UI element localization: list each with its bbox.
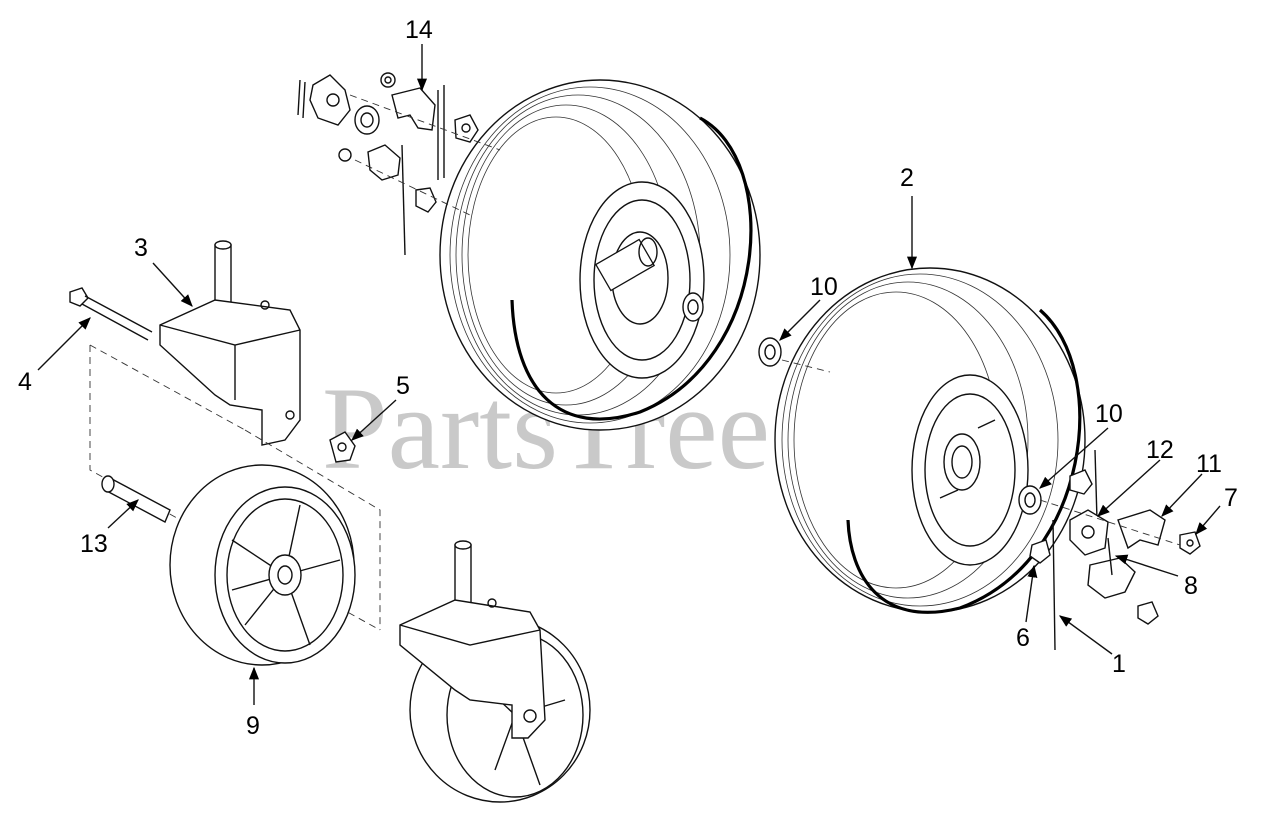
callout-2[interactable]: 2 [900, 164, 914, 192]
upper-tire-wheel [439, 79, 761, 431]
callout-3[interactable]: 3 [134, 234, 148, 262]
callout-5[interactable]: 5 [396, 372, 410, 400]
callout-4[interactable]: 4 [18, 368, 32, 396]
upper-hardware-group [297, 72, 501, 256]
callout-1[interactable]: 1 [1112, 650, 1126, 678]
callout-7[interactable]: 7 [1224, 484, 1238, 512]
callout-8[interactable]: 8 [1184, 572, 1198, 600]
callout-9[interactable]: 9 [246, 712, 260, 740]
left-caster-bracket [69, 240, 356, 463]
callout-6[interactable]: 6 [1016, 624, 1030, 652]
assembled-caster [399, 540, 591, 803]
right-hardware-group [1029, 449, 1201, 651]
callout-13[interactable]: 14 [405, 16, 433, 44]
callout-10-left[interactable]: 10 [810, 273, 838, 301]
callout-12[interactable]: 12 [1146, 436, 1174, 464]
leader-lines [37, 44, 1221, 705]
callouts: 14 2 3 4 5 10 10 12 11 7 8 6 1 13 9 [18, 16, 1238, 740]
callout-14[interactable]: 13 [80, 530, 108, 558]
explosion-lines [89, 344, 381, 631]
right-tire-wheel [758, 267, 1086, 614]
callout-10-right[interactable]: 10 [1095, 400, 1123, 428]
axle-sleeve [101, 475, 171, 523]
solid-caster-wheel [169, 464, 356, 666]
callout-11[interactable]: 11 [1196, 450, 1222, 478]
